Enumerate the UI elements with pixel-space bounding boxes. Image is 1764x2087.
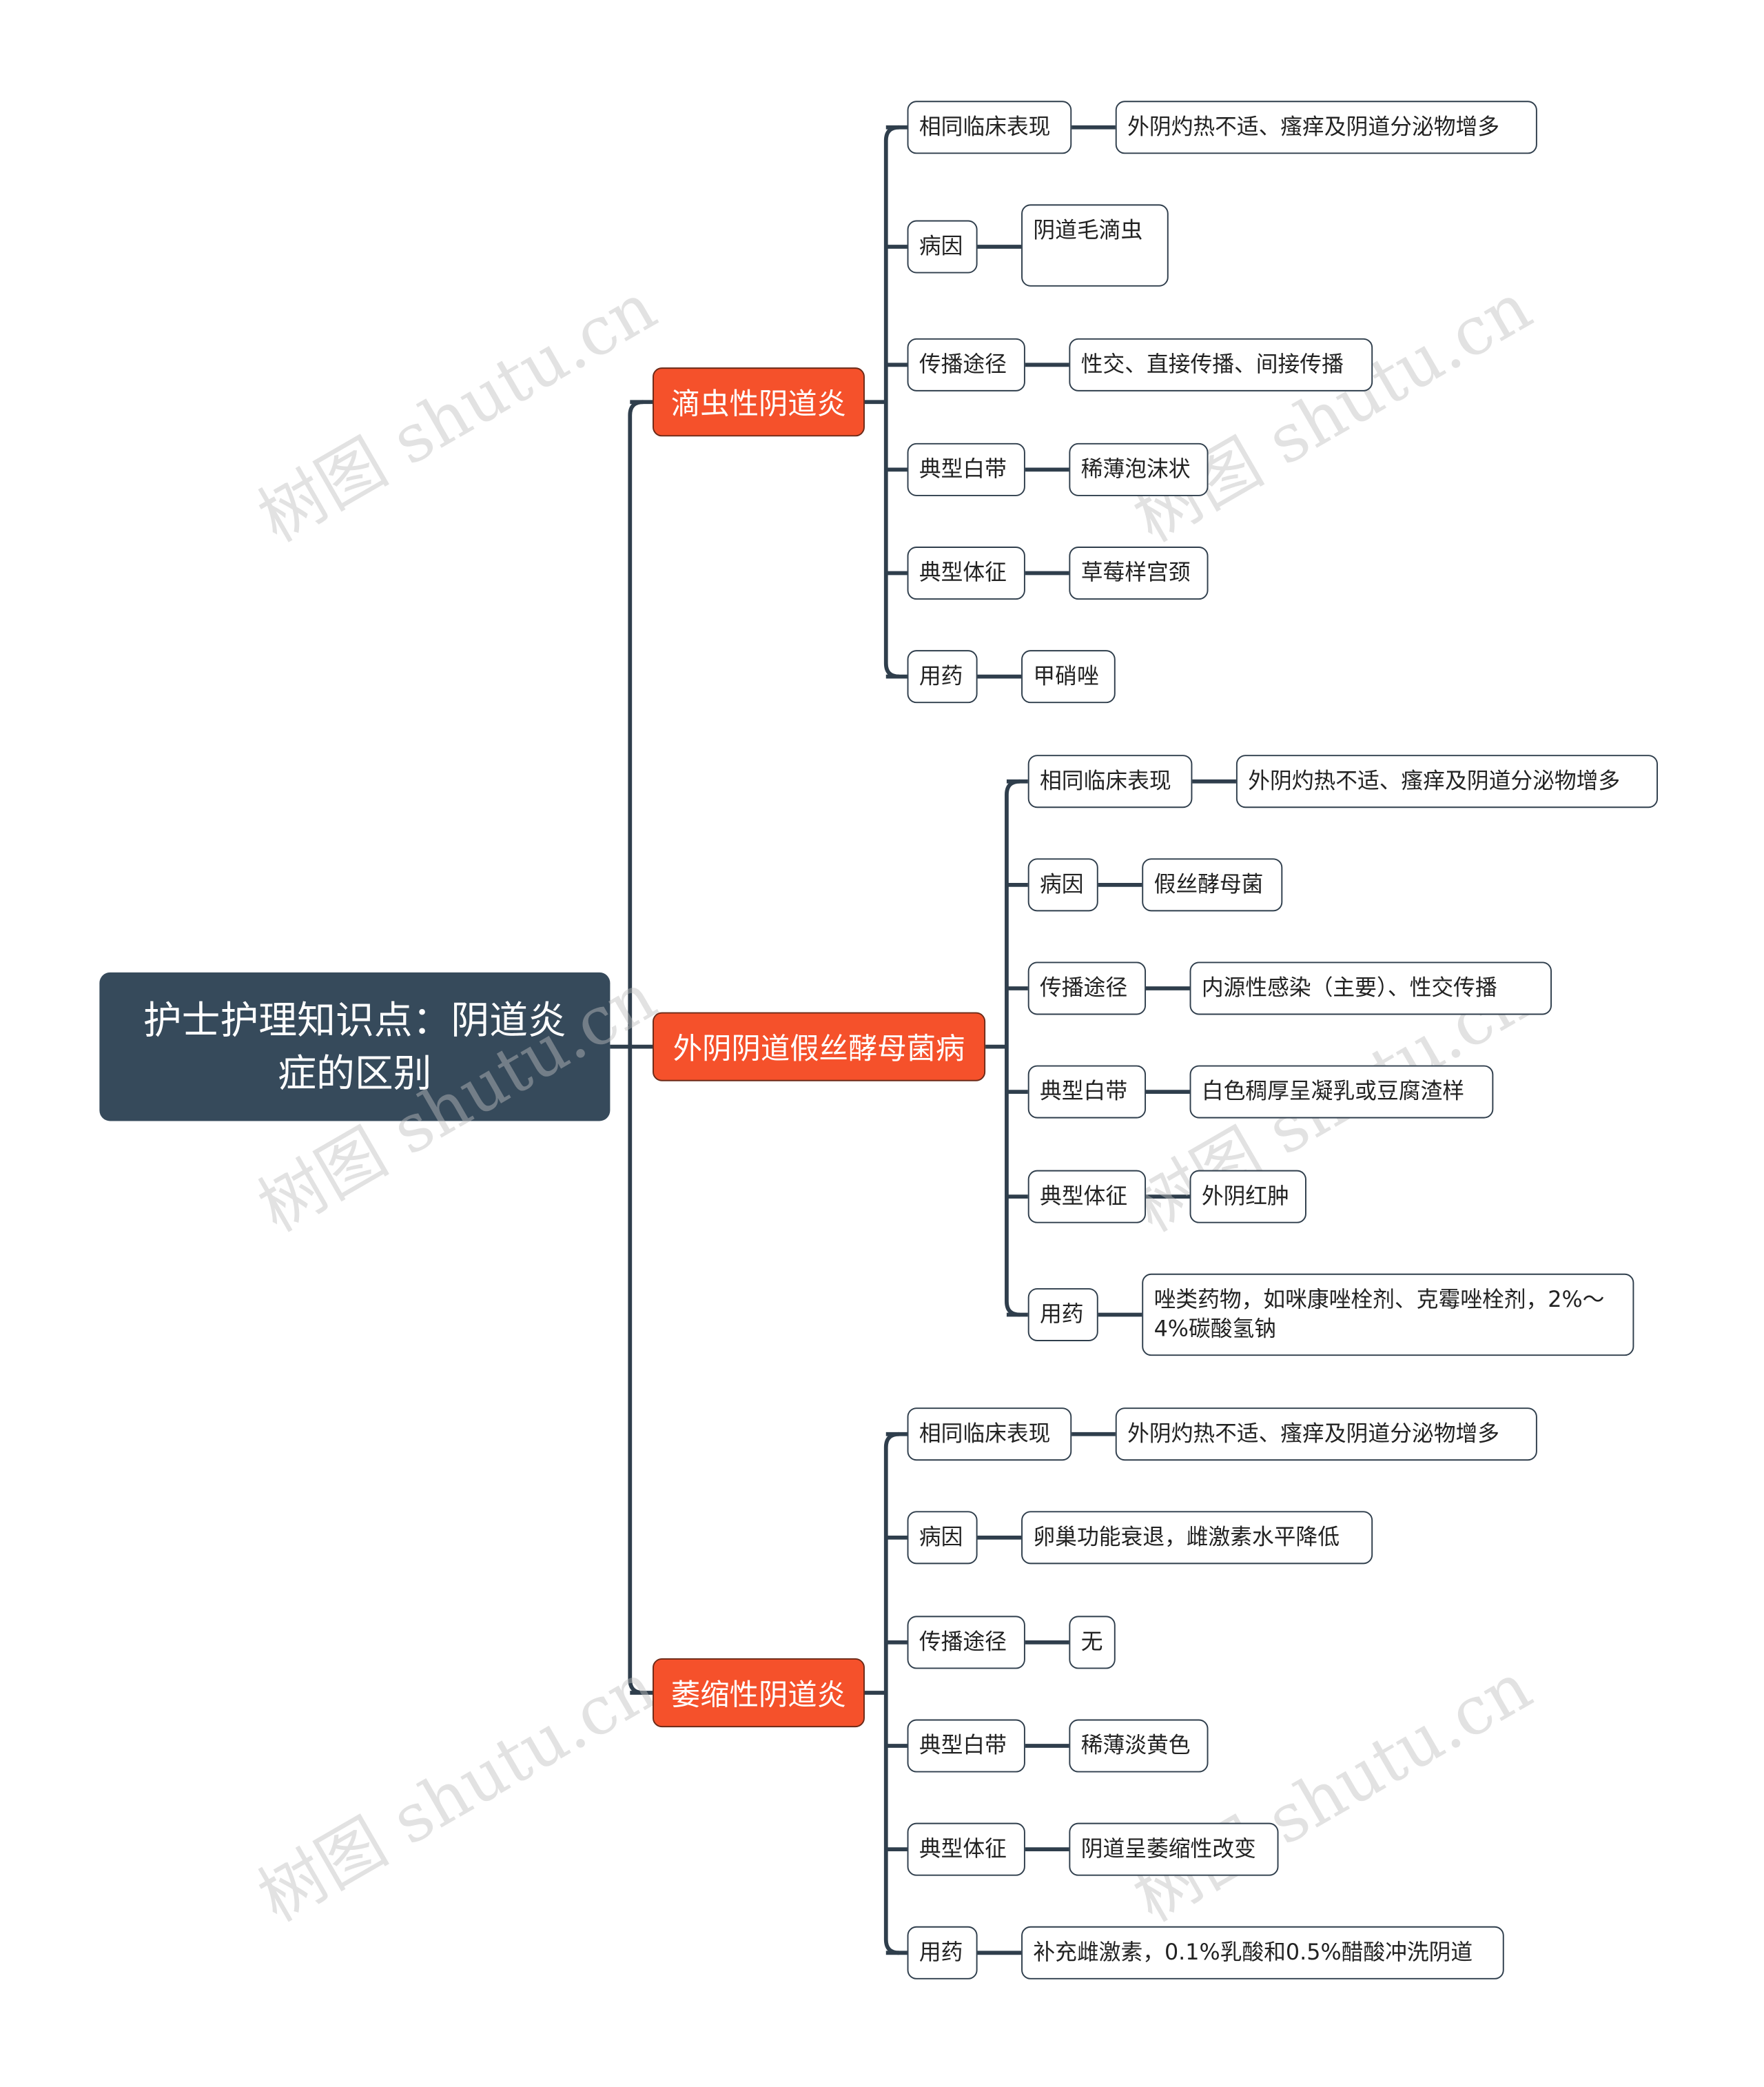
- attribute-label[interactable]: 典型白带: [907, 1719, 1025, 1773]
- attribute-value[interactable]: 稀薄泡沫状: [1069, 442, 1209, 496]
- attribute-value-text: 卵巢功能衰退，雌激素水平降低: [1033, 1524, 1340, 1550]
- attribute-label-text: 病因: [919, 233, 963, 259]
- attribute-value-text: 阴道毛滴虫: [1033, 217, 1143, 243]
- attribute-label-text: 病因: [919, 1524, 963, 1550]
- attribute-value-text: 阴道呈萎缩性改变: [1080, 1835, 1256, 1862]
- attribute-value-text: 甲硝唑: [1033, 663, 1099, 689]
- attribute-value-text: 性交、直接传播、间接传播: [1080, 352, 1344, 377]
- attribute-label[interactable]: 典型体征: [1027, 1170, 1147, 1223]
- attribute-label[interactable]: 典型体征: [907, 1822, 1025, 1876]
- attribute-label-text: 典型白带: [1040, 1078, 1128, 1104]
- attribute-value-text: 外阴灼热不适、瘙痒及阴道分泌物增多: [1127, 114, 1499, 140]
- attribute-label-text: 用药: [1040, 1301, 1084, 1327]
- attribute-label[interactable]: 典型体征: [907, 547, 1025, 600]
- attribute-label-text: 用药: [919, 663, 963, 689]
- attribute-value-text: 白色稠厚呈凝乳或豆腐渣样: [1201, 1078, 1464, 1104]
- connector: [1005, 779, 1021, 1317]
- attribute-label-text: 相同临床表现: [1040, 768, 1171, 794]
- attribute-label-text: 相同临床表现: [919, 1421, 1051, 1447]
- attribute-value-text: 内源性感染（主要）、性交传播: [1201, 975, 1497, 1001]
- root-topic-label: 护士护理知识点：阴道炎症的区别: [143, 997, 566, 1096]
- attribute-label[interactable]: 病因: [907, 220, 978, 274]
- attribute-value-text: 外阴灼热不适、瘙痒及阴道分泌物增多: [1248, 768, 1621, 794]
- attribute-label-text: 病因: [1040, 871, 1084, 897]
- attribute-label[interactable]: 病因: [1027, 858, 1098, 912]
- attribute-label-text: 传播途径: [919, 1629, 1007, 1655]
- branch-topic[interactable]: 滴虫性阴道炎: [653, 367, 865, 437]
- attribute-label-text: 用药: [919, 1940, 963, 1965]
- attribute-value-text: 无: [1080, 1629, 1103, 1655]
- attribute-value[interactable]: 甲硝唑: [1021, 650, 1116, 704]
- attribute-value-text: 外阴红肿: [1201, 1183, 1289, 1209]
- attribute-value[interactable]: 卵巢功能衰退，雌激素水平降低: [1021, 1511, 1373, 1565]
- attribute-label[interactable]: 用药: [907, 650, 978, 704]
- attribute-value-text: 假丝酵母菌: [1153, 871, 1264, 897]
- attribute-value-text: 外阴灼热不适、瘙痒及阴道分泌物增多: [1127, 1421, 1499, 1447]
- branch-topic-label: 萎缩性阴道炎: [670, 1679, 847, 1713]
- attribute-label-text: 典型白带: [919, 1732, 1007, 1758]
- attribute-value-text: 稀薄泡沫状: [1080, 456, 1191, 482]
- attribute-value[interactable]: 外阴灼热不适、瘙痒及阴道分泌物增多: [1115, 101, 1537, 154]
- attribute-value[interactable]: 草莓样宫颈: [1069, 547, 1209, 600]
- attribute-label[interactable]: 传播途径: [1027, 961, 1147, 1015]
- attribute-label-text: 典型体征: [1040, 1183, 1128, 1209]
- attribute-value-text: 稀薄淡黄色: [1080, 1732, 1191, 1758]
- attribute-label-text: 传播途径: [919, 352, 1007, 377]
- attribute-value-text: 补充雌激素，0.1%乳酸和0.5%醋酸冲洗阴道: [1033, 1940, 1473, 1965]
- attribute-label[interactable]: 典型白带: [1027, 1065, 1147, 1119]
- attribute-value[interactable]: 阴道呈萎缩性改变: [1069, 1822, 1279, 1876]
- attribute-value[interactable]: 稀薄淡黄色: [1069, 1719, 1209, 1773]
- attribute-value[interactable]: 假丝酵母菌: [1142, 858, 1283, 912]
- branch-topic[interactable]: 外阴阴道假丝酵母菌病: [653, 1012, 986, 1081]
- connector: [883, 1432, 900, 1955]
- attribute-value[interactable]: 无: [1069, 1616, 1116, 1669]
- attribute-label-text: 典型白带: [919, 456, 1007, 482]
- attribute-label[interactable]: 相同临床表现: [907, 101, 1072, 154]
- attribute-value[interactable]: 外阴红肿: [1189, 1170, 1306, 1223]
- attribute-value[interactable]: 唑类药物，如咪康唑栓剂、克霉唑栓剂，2%～4%碳酸氢钠: [1142, 1273, 1634, 1356]
- branch-topic[interactable]: 萎缩性阴道炎: [653, 1658, 865, 1728]
- attribute-value[interactable]: 性交、直接传播、间接传播: [1069, 338, 1373, 391]
- attribute-value-text: 草莓样宫颈: [1080, 560, 1191, 585]
- attribute-label-text: 传播途径: [1040, 975, 1128, 1001]
- attribute-value[interactable]: 阴道毛滴虫: [1021, 204, 1169, 287]
- connector: [883, 125, 900, 679]
- attribute-label[interactable]: 典型白带: [907, 442, 1025, 496]
- branch-topic-label: 滴虫性阴道炎: [670, 388, 847, 423]
- attribute-value-text: 唑类药物，如咪康唑栓剂、克霉唑栓剂，2%～4%碳酸氢钠: [1153, 1287, 1605, 1341]
- root-topic[interactable]: 护士护理知识点：阴道炎症的区别: [99, 972, 611, 1121]
- attribute-value[interactable]: 外阴灼热不适、瘙痒及阴道分泌物增多: [1235, 755, 1658, 808]
- attribute-label[interactable]: 传播途径: [907, 1616, 1025, 1669]
- attribute-label[interactable]: 用药: [907, 1926, 978, 1979]
- attribute-label[interactable]: 相同临床表现: [907, 1407, 1072, 1461]
- attribute-label-text: 相同临床表现: [919, 114, 1051, 140]
- attribute-label[interactable]: 传播途径: [907, 338, 1025, 391]
- branch-topic-label: 外阴阴道假丝酵母菌病: [673, 1033, 965, 1067]
- attribute-value[interactable]: 外阴灼热不适、瘙痒及阴道分泌物增多: [1115, 1407, 1537, 1461]
- attribute-label[interactable]: 相同临床表现: [1027, 755, 1193, 808]
- attribute-label-text: 典型体征: [919, 560, 1007, 585]
- attribute-label[interactable]: 病因: [907, 1511, 978, 1565]
- attribute-value[interactable]: 补充雌激素，0.1%乳酸和0.5%醋酸冲洗阴道: [1021, 1926, 1504, 1979]
- attribute-label[interactable]: 用药: [1027, 1287, 1098, 1341]
- attribute-value[interactable]: 内源性感染（主要）、性交传播: [1189, 961, 1552, 1015]
- attribute-label-text: 典型体征: [919, 1835, 1007, 1862]
- attribute-value[interactable]: 白色稠厚呈凝乳或豆腐渣样: [1189, 1065, 1494, 1119]
